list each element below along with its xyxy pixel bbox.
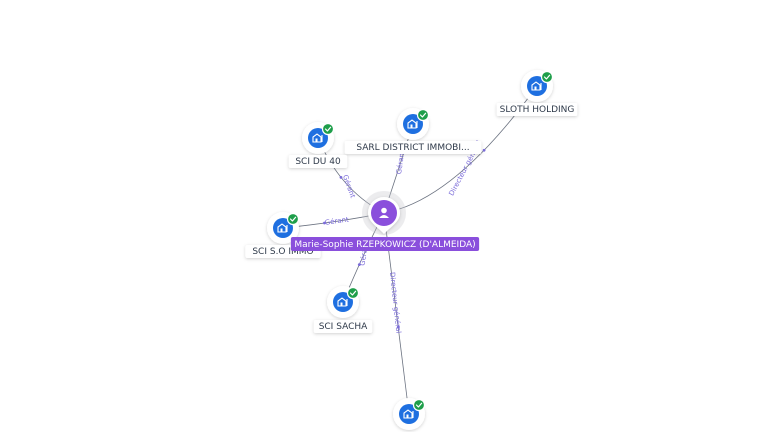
company-node-scio[interactable]: SCI S.O IMMO: [245, 212, 321, 258]
building-icon: [312, 133, 323, 143]
company-label-box: [496, 103, 578, 116]
company-node-circle: [308, 128, 328, 148]
building-icon: [337, 297, 348, 307]
edge-line: [383, 212, 410, 415]
check-badge-icon: [540, 70, 554, 84]
check-badge-icon: [412, 398, 426, 412]
building-icon: [531, 81, 542, 91]
person-node[interactable]: Marie-Sophie RZEPKOWICZ (D'ALMEIDA): [290, 191, 480, 251]
company-label: SARL DISTRICT IMMOBI...: [356, 143, 469, 153]
company-node-bottom[interactable]: [393, 398, 426, 430]
check-badge-icon: [416, 108, 430, 122]
company-node-circle: [273, 218, 293, 238]
edge-arrow-dot: [357, 263, 361, 267]
company-label-box: [288, 155, 348, 168]
company-node-sacha[interactable]: SCI SACHA: [313, 286, 373, 333]
person-label-box: [290, 237, 480, 251]
company-label-box: [344, 141, 482, 154]
company-node-circle: [399, 404, 419, 424]
person-icon: [379, 207, 389, 218]
company-node-sci40[interactable]: SCI DU 40: [288, 122, 348, 168]
edge-label: Gérant: [341, 174, 357, 200]
building-icon: [277, 223, 288, 233]
company-node-sarl[interactable]: SARL DISTRICT IMMOBI...: [344, 108, 482, 154]
company-node-circle: [527, 76, 547, 96]
check-badge-icon: [286, 212, 300, 226]
company-node-circle: [333, 292, 353, 312]
check-badge-icon: [321, 122, 335, 136]
edge-arrow-dot: [396, 325, 400, 329]
check-badge-icon: [346, 286, 360, 300]
edge-arrow-dot: [339, 175, 343, 179]
company-label: SCI SACHA: [319, 322, 368, 332]
edge-label: Directeur général: [388, 272, 402, 334]
company-label: SCI DU 40: [295, 157, 341, 167]
edge-label: Gérant: [324, 216, 349, 227]
edge-label: Gérant: [359, 241, 370, 266]
building-icon: [407, 119, 418, 129]
edge-label: Gérant: [395, 150, 406, 175]
person-label: Marie-Sophie RZEPKOWICZ (D'ALMEIDA): [294, 240, 475, 250]
company-node-sloth[interactable]: SLOTH HOLDING: [496, 70, 578, 116]
edge-arrow-dot: [482, 148, 486, 152]
edge-arrow-dot: [323, 221, 326, 225]
company-label: SLOTH HOLDING: [500, 105, 575, 115]
building-icon: [403, 409, 414, 419]
company-node-circle: [403, 114, 423, 134]
company-label: SCI S.O IMMO: [252, 247, 313, 257]
company-label-box: [313, 320, 373, 333]
